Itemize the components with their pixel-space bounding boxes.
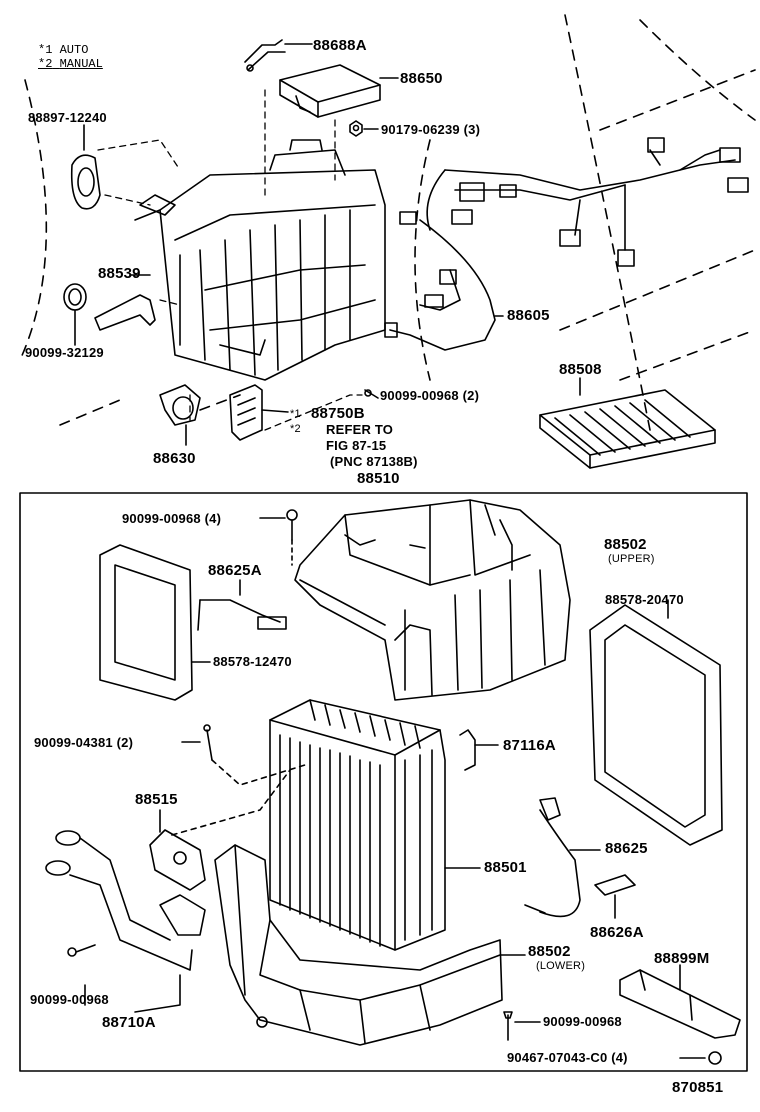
legend-mark-2: *2 bbox=[38, 57, 53, 71]
label-88515: 88515 bbox=[135, 791, 178, 808]
evaporator-88501 bbox=[172, 700, 480, 950]
label-90099-00968-right: 90099-00968 bbox=[543, 1014, 622, 1029]
label-88750B-pnc: (PNC 87138B) bbox=[330, 454, 418, 469]
cooler-case-lower-88502 bbox=[215, 845, 525, 1045]
sensor-88630 bbox=[160, 385, 200, 445]
grommet-90099-32129 bbox=[64, 284, 86, 345]
label-90179-06239: 90179-06239 (3) bbox=[381, 122, 481, 137]
label-88750B-mark2: *2 bbox=[290, 423, 301, 435]
label-88750B-fig: FIG 87-15 bbox=[326, 438, 387, 453]
label-88625: 88625 bbox=[605, 840, 648, 857]
seal-88578-12470 bbox=[100, 545, 210, 700]
screw-90099-00968-2 bbox=[365, 390, 378, 398]
drain-hose-88539 bbox=[95, 275, 155, 330]
wire-harness-88605 bbox=[385, 170, 503, 350]
label-90467-07043: 90467-07043-C0 (4) bbox=[507, 1050, 628, 1065]
label-88501: 88501 bbox=[484, 859, 527, 876]
screw-90099-00968-4 bbox=[260, 510, 297, 565]
label-90099-32129: 90099-32129 bbox=[25, 345, 104, 360]
label-88710A: 88710A bbox=[102, 1014, 156, 1031]
label-88578-20470: 88578-20470 bbox=[605, 592, 684, 607]
legend-row-manual: *2 MANUAL bbox=[38, 57, 103, 71]
screw-90099-00968-left bbox=[68, 945, 95, 956]
label-88750B: 88750B bbox=[311, 405, 365, 422]
label-88625A: 88625A bbox=[208, 562, 262, 579]
label-88502-lower: 88502 bbox=[528, 943, 571, 960]
exploded-box-frame bbox=[20, 493, 747, 1071]
label-90099-04381: 90099-04381 (2) bbox=[34, 735, 134, 750]
label-88630: 88630 bbox=[153, 450, 196, 467]
expansion-valve-88515 bbox=[150, 810, 205, 890]
legend-row-auto: *1 AUTO bbox=[38, 43, 103, 57]
legend-text-manual: MANUAL bbox=[59, 57, 103, 71]
label-90099-00968-4: 90099-00968 (4) bbox=[122, 511, 222, 526]
label-88750B-refer: REFER TO bbox=[326, 422, 394, 437]
label-88605: 88605 bbox=[507, 307, 550, 324]
amplifier-88650 bbox=[280, 65, 398, 117]
nut-90179 bbox=[350, 121, 378, 136]
clip-90467 bbox=[680, 1052, 721, 1064]
label-88650: 88650 bbox=[400, 70, 443, 87]
label-88502-upper-sub: (UPPER) bbox=[608, 553, 655, 565]
seal-88578-20470 bbox=[590, 600, 722, 845]
label-90099-00968-2: 90099-00968 (2) bbox=[380, 388, 480, 403]
legend-text-auto: AUTO bbox=[59, 43, 89, 57]
body-contour-lines bbox=[20, 15, 755, 430]
label-88897-12240: 88897-12240 bbox=[28, 110, 107, 125]
part-88899M bbox=[620, 965, 740, 1038]
legend: *1 AUTO *2 MANUAL bbox=[38, 43, 103, 71]
thermistor-88625A bbox=[198, 580, 286, 630]
bracket-88688A bbox=[245, 40, 312, 71]
leader-lines-upper bbox=[98, 90, 362, 430]
screw-90099-00968-right bbox=[504, 1012, 540, 1040]
label-88899M: 88899M bbox=[654, 950, 710, 967]
label-88510: 88510 bbox=[357, 470, 400, 487]
clip-88626A bbox=[595, 875, 635, 918]
label-90099-00968-left: 90099-00968 bbox=[30, 992, 109, 1007]
legend-mark-1: *1 bbox=[38, 43, 53, 57]
grommet-88897 bbox=[72, 125, 100, 209]
thermistor-88625 bbox=[525, 798, 600, 916]
label-figure-number: 870851 bbox=[672, 1079, 724, 1096]
cooler-unit-upper-view bbox=[135, 140, 385, 380]
cooler-case-upper-88502 bbox=[295, 500, 570, 700]
label-88508: 88508 bbox=[559, 361, 602, 378]
label-88750B-mark1: *1 bbox=[290, 408, 301, 420]
label-88578-12470: 88578-12470 bbox=[213, 654, 292, 669]
body-harness bbox=[445, 138, 748, 266]
clip-87116A bbox=[460, 730, 498, 770]
label-88626A: 88626A bbox=[590, 924, 644, 941]
label-87116A: 87116A bbox=[503, 737, 556, 754]
bolt-90099-04381 bbox=[182, 725, 305, 785]
air-filter-88508 bbox=[540, 378, 715, 468]
label-88539: 88539 bbox=[98, 265, 141, 282]
blower-resistor-88750B bbox=[230, 385, 288, 440]
label-88502-upper: 88502 bbox=[604, 536, 647, 553]
tube-88710A bbox=[46, 831, 205, 1012]
label-88688A: 88688A bbox=[313, 37, 367, 54]
label-88502-lower-sub: (LOWER) bbox=[536, 960, 586, 972]
